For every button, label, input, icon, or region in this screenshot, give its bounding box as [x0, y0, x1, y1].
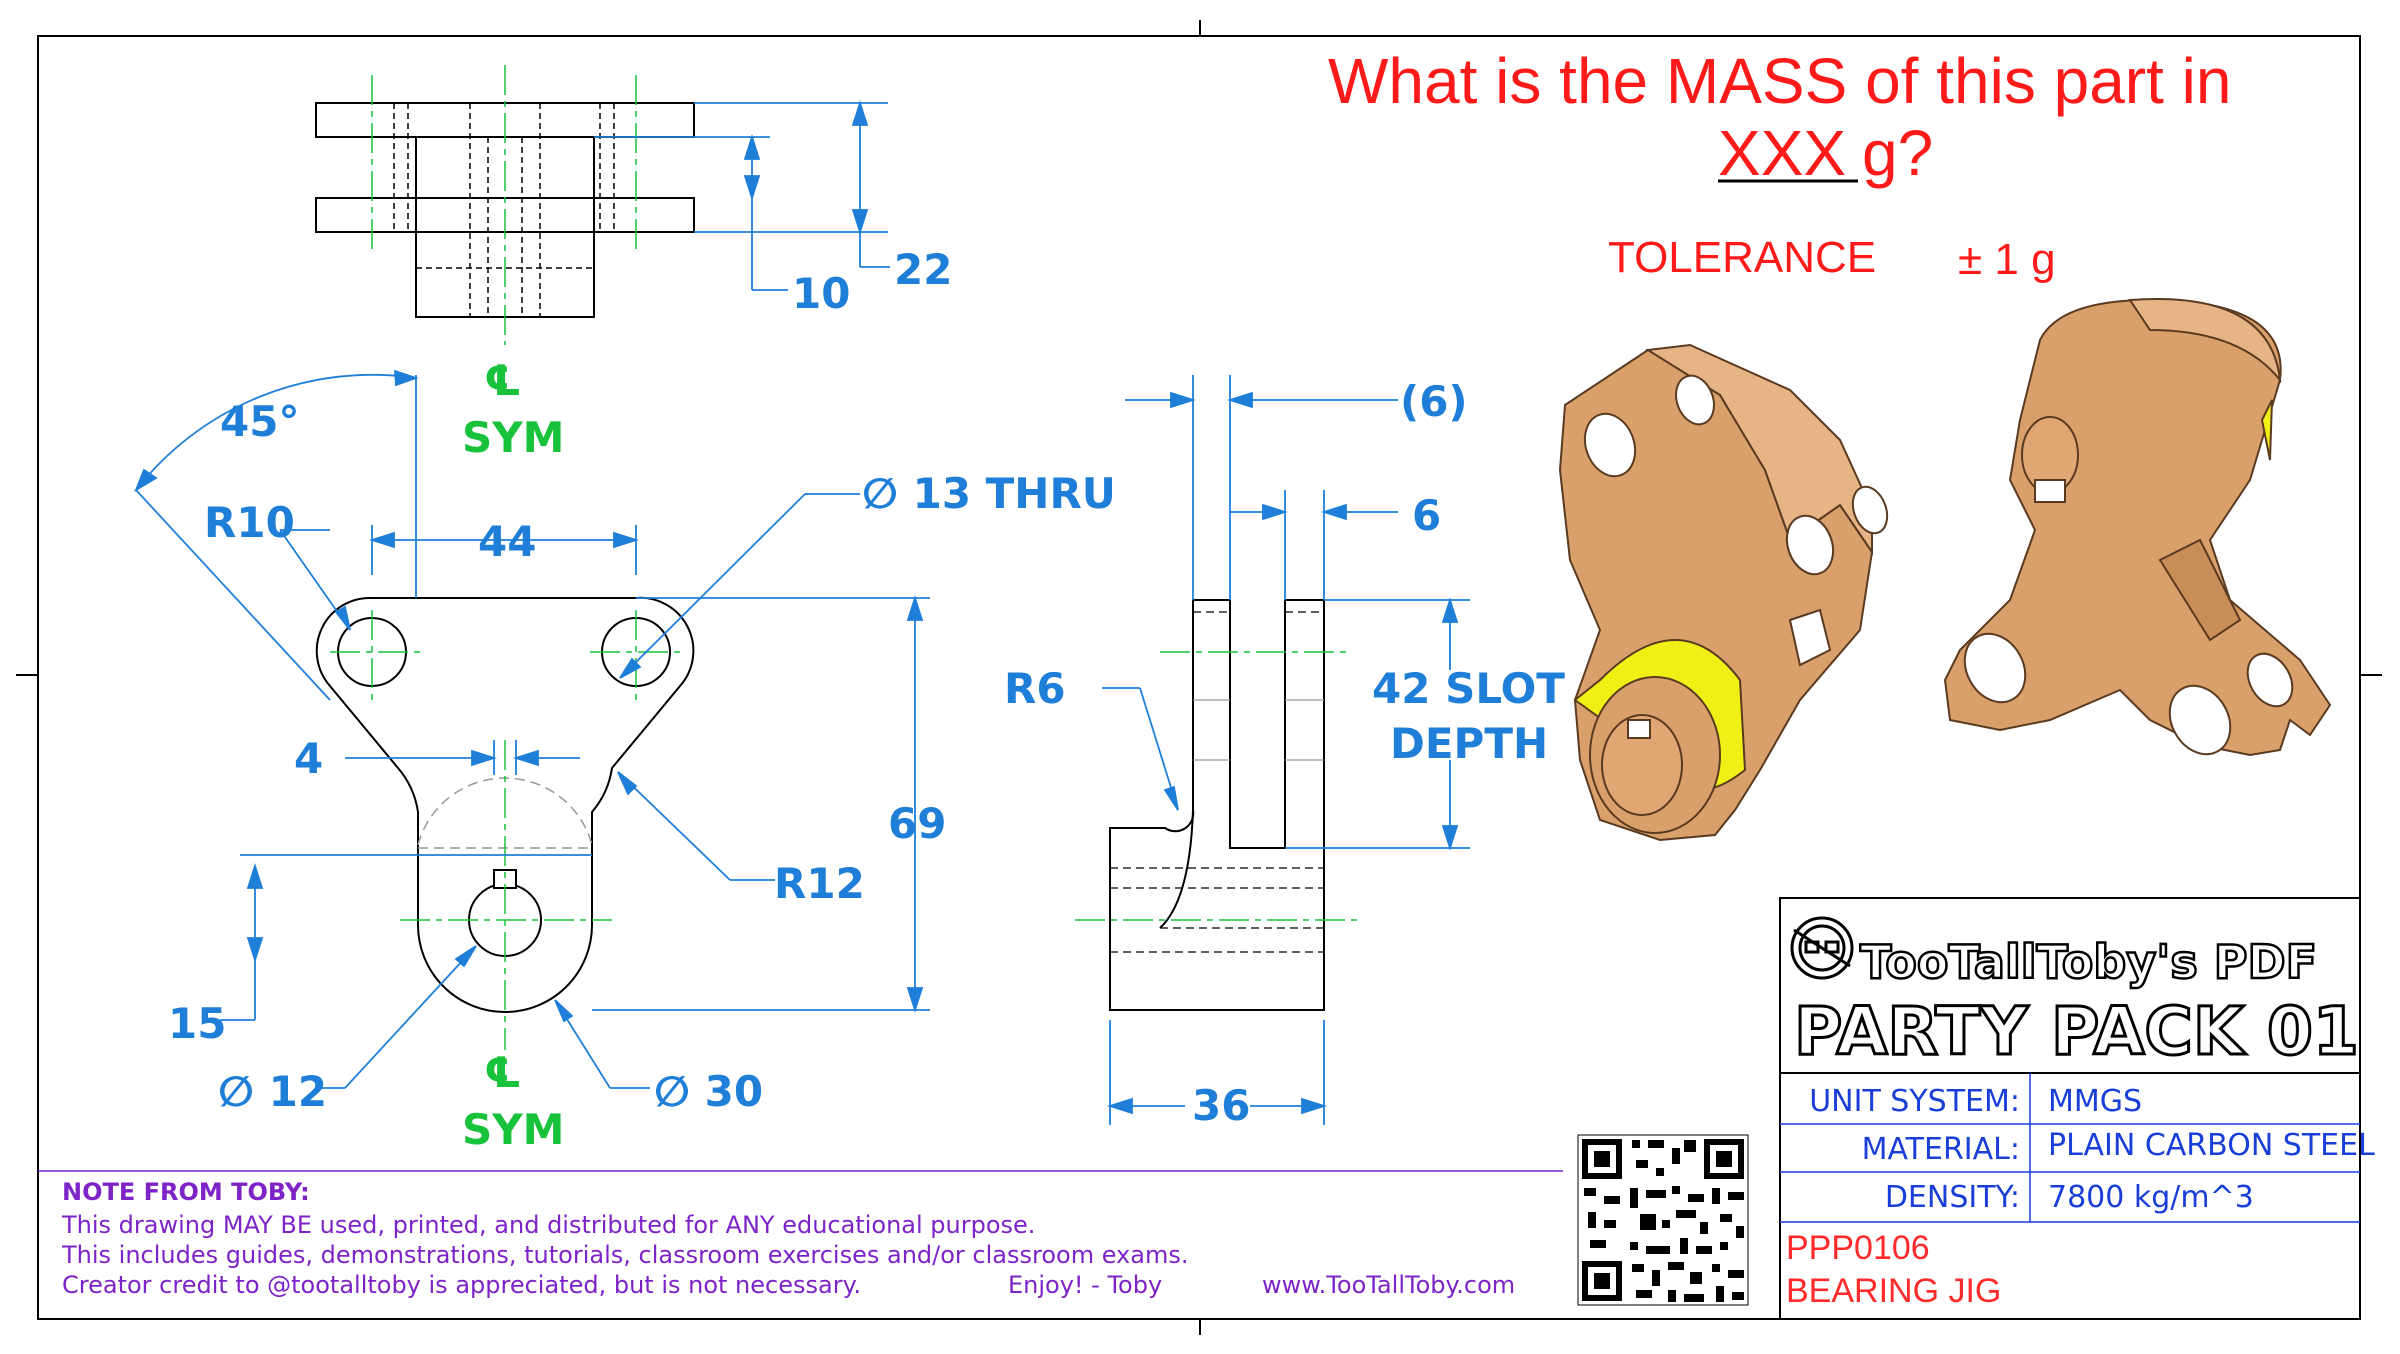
dim-dia12: ∅ 12	[218, 1067, 327, 1116]
density-label: DENSITY:	[1885, 1180, 2020, 1215]
question-line1: What is the MASS of this part in	[1328, 45, 2231, 117]
dim-r10: R10	[204, 498, 295, 547]
brand-text: TooTallToby's PDF	[1860, 935, 2317, 989]
dim-69: 69	[888, 799, 946, 848]
part-name: BEARING JIG	[1786, 1272, 2001, 1310]
part-number: PPP0106	[1786, 1229, 1930, 1267]
side-view	[1109, 599, 1325, 1011]
dim-6: 6	[1412, 491, 1441, 540]
dim-22: 22	[894, 245, 952, 294]
dim-hole: ∅ 13 THRU	[862, 469, 1116, 518]
note-line1: This drawing MAY BE used, printed, and d…	[61, 1211, 1035, 1239]
iso-view-left	[1558, 343, 1889, 842]
unit-system-value: MMGS	[2048, 1084, 2142, 1119]
tolerance-label: TOLERANCE	[1608, 233, 1876, 282]
dim-r12: R12	[774, 859, 865, 908]
iso-view-right	[1943, 298, 2332, 757]
material-label: MATERIAL:	[1862, 1132, 2020, 1167]
note-line3: Creator credit to @tootalltoby is apprec…	[62, 1271, 861, 1299]
dim-slot-line2: DEPTH	[1390, 719, 1548, 768]
dim-slot-line1: 42 SLOT	[1372, 664, 1565, 713]
dim-6-ref: (6)	[1400, 377, 1468, 426]
qr-code-icon	[1577, 1134, 1749, 1306]
dim-dia30: ∅ 30	[654, 1067, 763, 1116]
top-sym: SYM	[462, 413, 564, 462]
dim-45deg: 45°	[220, 397, 299, 446]
question-xxx: XXX	[1718, 117, 1846, 189]
unit-system-label: UNIT SYSTEM:	[1809, 1084, 2020, 1119]
front-sym: SYM	[462, 1105, 564, 1154]
dim-36: 36	[1192, 1081, 1250, 1130]
material-value: PLAIN CARBON STEEL	[2048, 1128, 2375, 1163]
pack-text: PARTY PACK 01	[1794, 993, 2359, 1070]
tolerance-value: ± 1 g	[1958, 235, 2056, 284]
toby-logo-icon	[1790, 916, 1854, 980]
dim-r6: R6	[1004, 664, 1066, 713]
dim-4: 4	[294, 734, 323, 783]
dim-44: 44	[478, 517, 536, 566]
title-block: TooTallToby's PDF PARTY PACK 01 UNIT SYS…	[1779, 897, 2375, 1320]
question-line2: g?	[1862, 117, 1933, 189]
dim-10: 10	[792, 269, 850, 318]
note-website[interactable]: www.TooTallToby.com	[1262, 1271, 1515, 1299]
note-heading: NOTE FROM TOBY:	[62, 1178, 310, 1206]
note-enjoy: Enjoy! - Toby	[1008, 1271, 1162, 1299]
note-line2: This includes guides, demonstrations, tu…	[61, 1241, 1188, 1269]
density-value: 7800 kg/m^3	[2048, 1180, 2254, 1215]
front-cl: ℄	[484, 1048, 522, 1097]
top-cl: ℄	[484, 356, 522, 405]
dim-15: 15	[168, 999, 226, 1048]
